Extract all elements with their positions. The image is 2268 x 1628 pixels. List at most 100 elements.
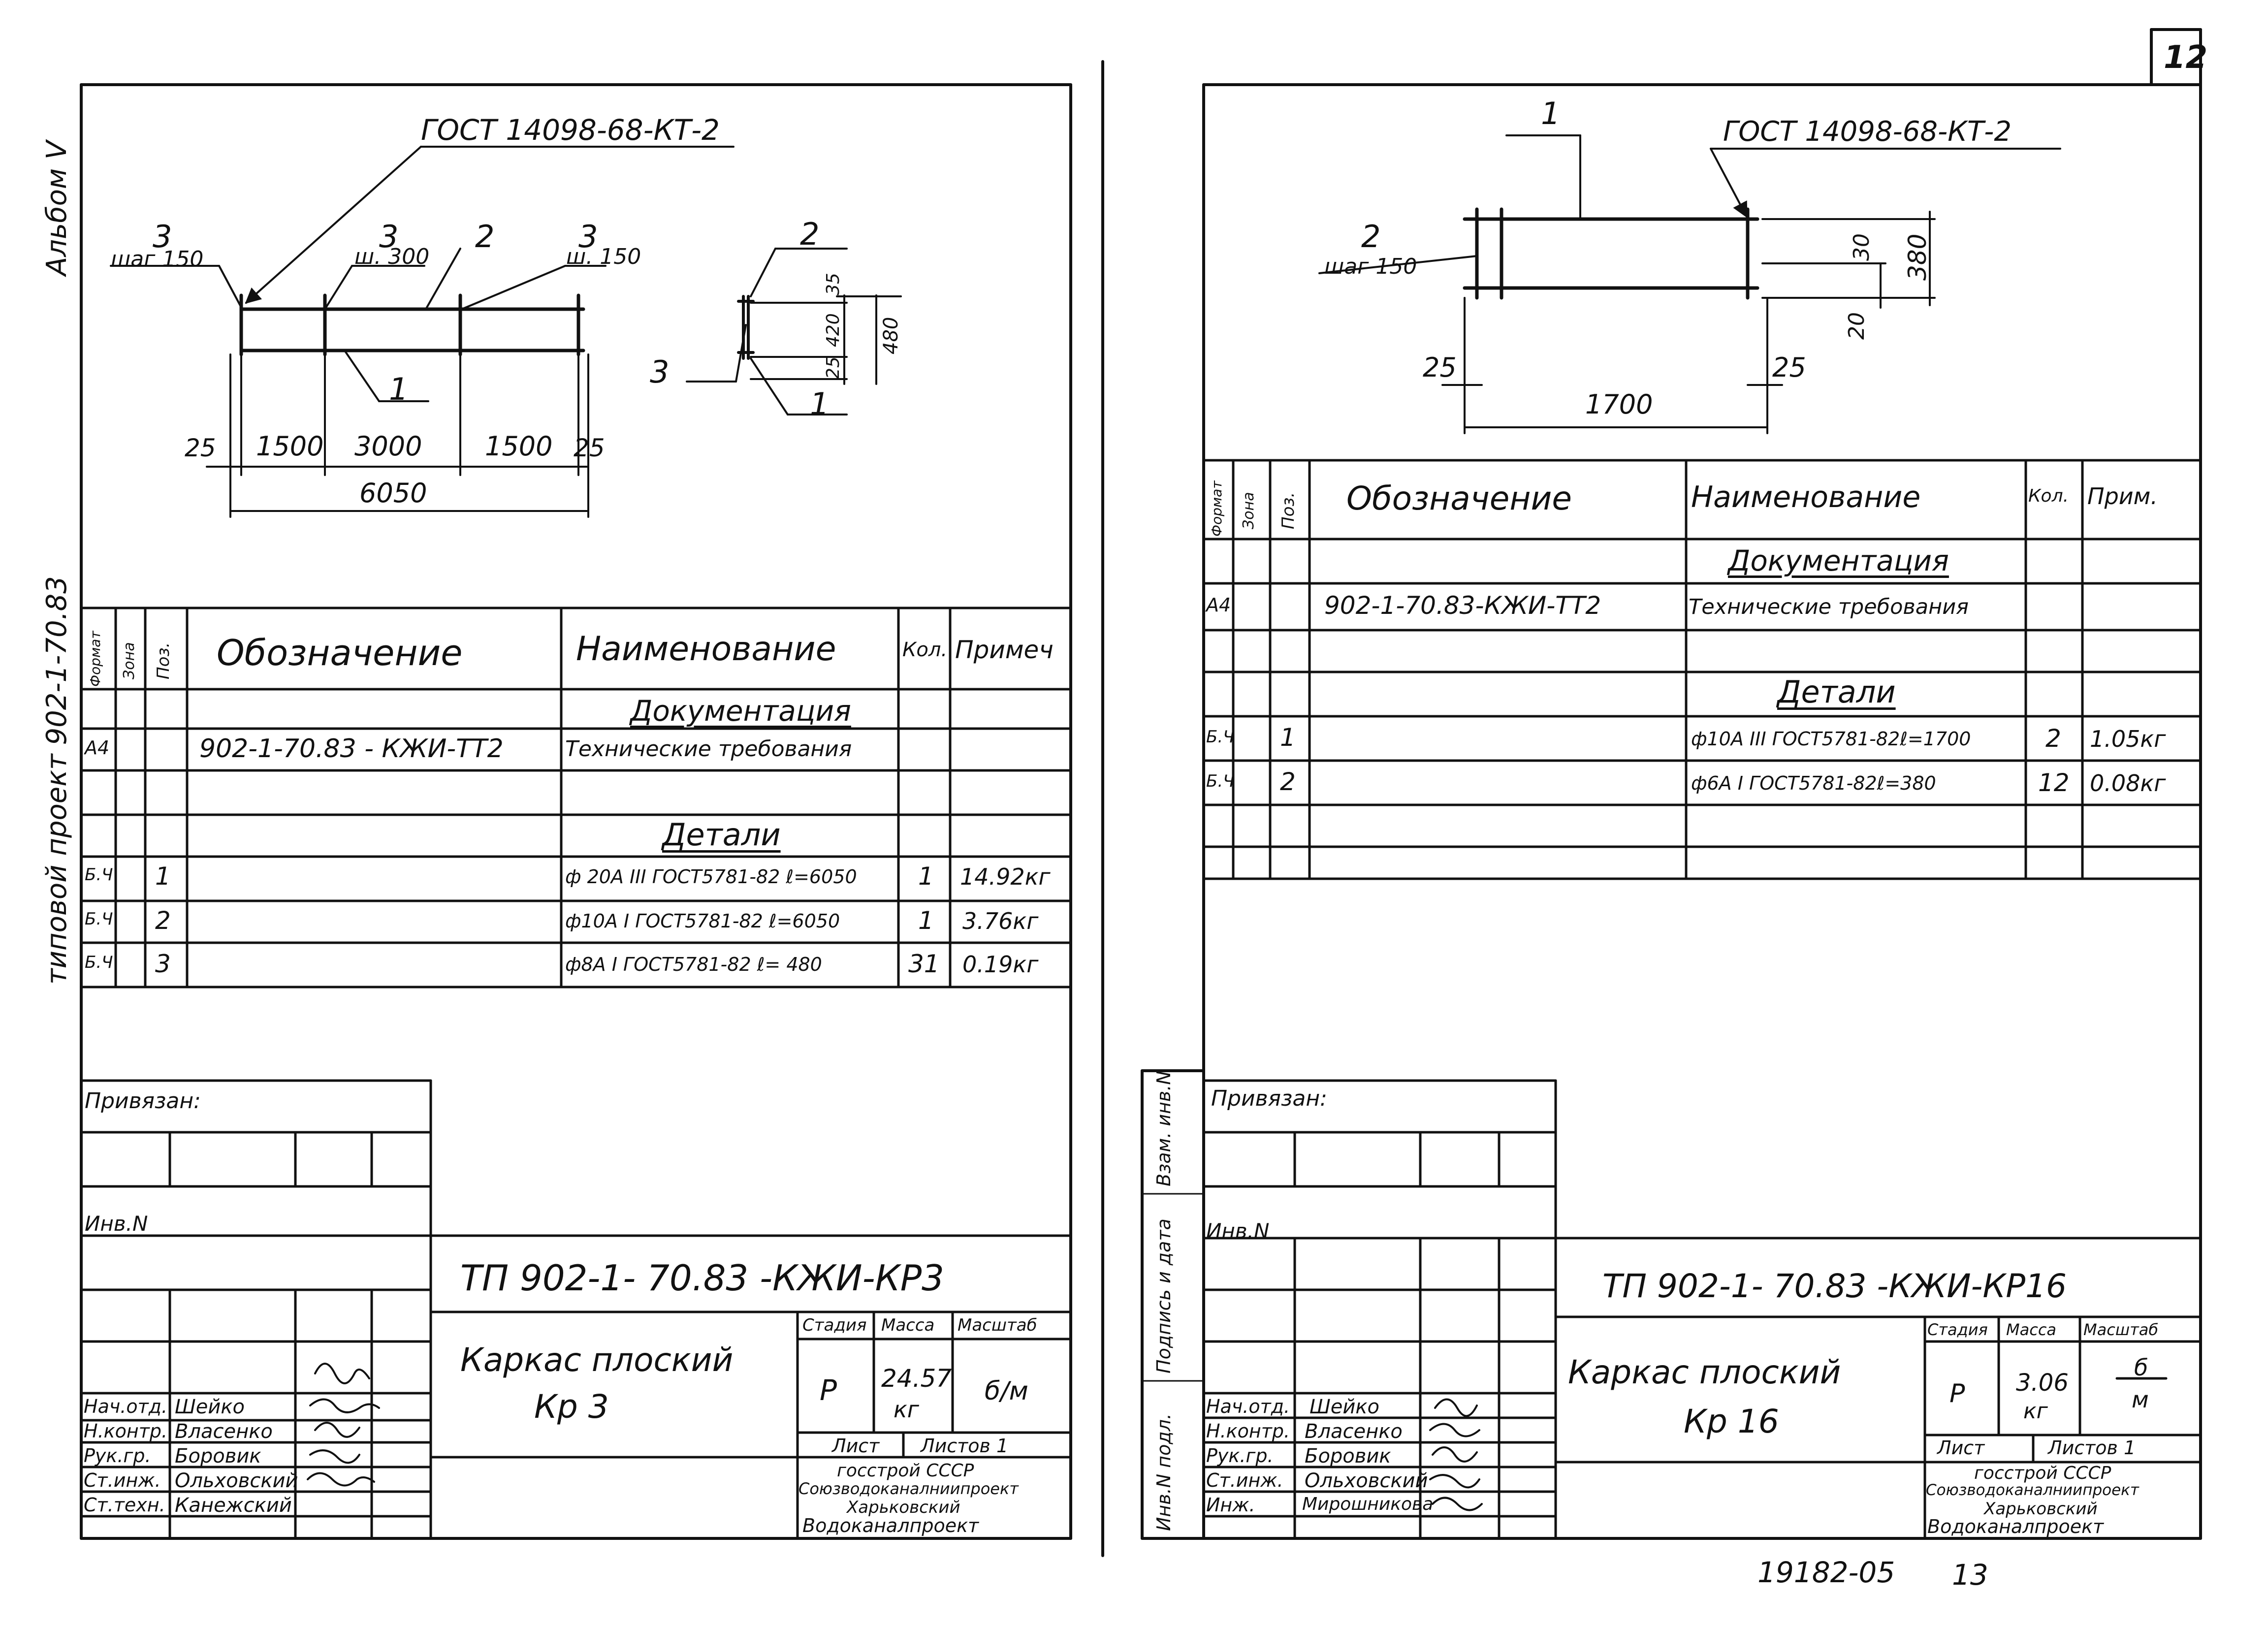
right-spec-row2-name: ф6А I ГОСТ5781-82ℓ=380 bbox=[1691, 772, 1936, 794]
left-spec-row1-pos: 1 bbox=[155, 862, 171, 891]
left-spec-row3-name: ф8А I ГОСТ5781-82 ℓ= 480 bbox=[565, 954, 822, 975]
right-dim-25b: 25 bbox=[1772, 352, 1806, 383]
left-signer5-role: Ст.техн. bbox=[84, 1494, 165, 1516]
right-stamp-org3: Харьковский bbox=[1984, 1499, 2098, 1519]
right-label-step150: шаг 150 bbox=[1324, 254, 1417, 279]
right-spec-header-pos: Поз. bbox=[1278, 492, 1298, 529]
right-signer3-name: Боровик bbox=[1305, 1445, 1391, 1468]
left-sheet-frame bbox=[80, 83, 1072, 1540]
left-signer3-role: Рук.гр. bbox=[84, 1445, 151, 1467]
left-stamp-grid bbox=[80, 1079, 1072, 1540]
right-signer1-role: Нач.отд. bbox=[1206, 1396, 1290, 1417]
right-spec-row2-note: 0.08кг bbox=[2090, 770, 2166, 797]
left-stamp-stage: Р bbox=[820, 1373, 837, 1407]
right-stamp-scale-top: б bbox=[2134, 1354, 2148, 1381]
right-stamp-mass-unit: кг bbox=[2023, 1399, 2048, 1424]
left-section-dim-420: 420 bbox=[823, 313, 843, 347]
left-section-dim-480: 480 bbox=[880, 317, 902, 354]
left-spec-row2-note: 3.76кг bbox=[962, 908, 1039, 934]
left-spec-header-format: Формат bbox=[87, 631, 103, 687]
left-spec-row1-name: ф 20А III ГОСТ5781-82 ℓ=6050 bbox=[565, 866, 857, 888]
right-signer4-name: Ольховский bbox=[1305, 1469, 1428, 1492]
right-signer5-role: Инж. bbox=[1206, 1494, 1255, 1516]
bottom-code-tail: 13 bbox=[1952, 1558, 1988, 1592]
left-spec-header-note: Примеч bbox=[955, 636, 1054, 664]
left-spec-row1-note: 14.92кг bbox=[960, 863, 1051, 890]
right-stamp-stage: Р bbox=[1949, 1379, 1965, 1408]
left-section-label-2: 2 bbox=[800, 216, 820, 252]
right-stamp-inv: Инв.N bbox=[1206, 1219, 1270, 1243]
left-stamp-mass-unit: кг bbox=[894, 1396, 919, 1423]
left-spec-section-details: Детали bbox=[662, 817, 781, 853]
left-stamp-inv: Инв.N bbox=[85, 1212, 148, 1236]
right-spec-row2-qty: 12 bbox=[2038, 768, 2070, 797]
right-stamp-org4: Водоканалпроект bbox=[1927, 1516, 2104, 1537]
left-stamp-org2: Союзводоканалниипроект bbox=[799, 1479, 1019, 1498]
right-spec-section-details: Детали bbox=[1777, 674, 1896, 710]
right-spec-row1-qty: 2 bbox=[2045, 724, 2061, 753]
right-stamp-mass-label: Масса bbox=[2006, 1320, 2057, 1339]
left-spec-header-designation: Обозначение bbox=[217, 632, 463, 673]
left-stamp-title-line2: Кр 3 bbox=[534, 1388, 609, 1426]
right-stamp-title-line2: Кр 16 bbox=[1684, 1403, 1779, 1440]
left-label-3c: 3 bbox=[578, 219, 598, 255]
left-dim-1500a: 1500 bbox=[256, 431, 324, 462]
left-label-3b: 3 bbox=[379, 219, 399, 255]
right-spec-doc-name: Технические требования bbox=[1689, 595, 1969, 619]
left-spec-section-docs: Документация bbox=[630, 694, 851, 728]
left-dim-25a: 25 bbox=[185, 434, 216, 462]
left-section-label-1: 1 bbox=[810, 386, 830, 422]
left-dim-1500b: 1500 bbox=[485, 431, 553, 462]
right-stamp-sheet-label: Лист bbox=[1937, 1437, 1985, 1459]
left-stamp-scale-label: Масштаб bbox=[958, 1315, 1037, 1335]
right-spec-header-qty: Кол. bbox=[2028, 486, 2069, 506]
right-stamp-sheets-label: Листов 1 bbox=[2048, 1437, 2136, 1459]
right-stamp-title-line1: Каркас плоский bbox=[1568, 1353, 1841, 1391]
right-stamp-privyazan: Привязан: bbox=[1211, 1086, 1327, 1111]
right-spec-header-zone: Зона bbox=[1240, 492, 1257, 529]
right-signer3-role: Рук.гр. bbox=[1206, 1445, 1274, 1467]
right-side-label-podpis: Подпись и дата bbox=[1153, 1218, 1175, 1373]
right-dim-380: 380 bbox=[1903, 233, 1932, 281]
right-spec-doc-designation: 902-1-70.83-КЖИ-ТТ2 bbox=[1324, 591, 1601, 620]
left-label-step150: шаг 150 bbox=[111, 247, 204, 272]
left-spec-header-zone: Зона bbox=[121, 642, 138, 679]
left-section-dim-35: 35 bbox=[823, 273, 843, 295]
project-label: типовой проект 902-1-70.83 bbox=[41, 576, 73, 985]
right-dim-25a: 25 bbox=[1423, 352, 1457, 383]
bottom-code: 19182-05 bbox=[1757, 1556, 1895, 1589]
right-spec-header-format: Формат bbox=[1209, 480, 1225, 537]
left-spec-row2-format: Б.Ч bbox=[85, 909, 113, 929]
right-spec-section-docs: Документация bbox=[1728, 544, 1949, 577]
right-gost-label: ГОСТ 14098-68-КТ-2 bbox=[1723, 116, 2012, 148]
left-signer4-name: Ольховский bbox=[175, 1469, 298, 1492]
left-stamp-stage-label: Стадия bbox=[802, 1315, 867, 1335]
right-signer1-name: Шейко bbox=[1310, 1396, 1380, 1418]
left-label-2: 2 bbox=[475, 219, 495, 255]
left-spec-row1-format: Б.Ч bbox=[85, 865, 113, 885]
left-spec-row3-pos: 3 bbox=[155, 950, 171, 978]
page-number: 12 bbox=[2164, 39, 2208, 76]
left-signer5-name: Канежский bbox=[175, 1494, 292, 1517]
right-stamp-code: ТП 902-1- 70.83 -КЖИ-КР16 bbox=[1602, 1267, 2067, 1305]
left-stamp-privyazan: Привязан: bbox=[85, 1088, 201, 1114]
right-stamp-grid bbox=[1202, 1079, 2202, 1540]
left-spec-row1-qty: 1 bbox=[918, 862, 934, 891]
left-stamp-sheets-label: Листов 1 bbox=[921, 1435, 1009, 1457]
left-signer4-role: Ст.инж. bbox=[84, 1469, 161, 1491]
left-stamp-org3: Харьковский bbox=[847, 1498, 960, 1517]
left-spec-header-name: Наименование bbox=[576, 630, 836, 669]
left-spec-row2-qty: 1 bbox=[918, 906, 934, 935]
right-signer2-name: Власенко bbox=[1305, 1420, 1403, 1443]
left-signer3-name: Боровик bbox=[175, 1445, 261, 1468]
right-stamp-org2: Союзводоканалниипроект bbox=[1926, 1481, 2139, 1499]
right-stamp-org1: госстрой СССР bbox=[1974, 1463, 2111, 1483]
left-spec-row2-name: ф10А I ГОСТ5781-82 ℓ=6050 bbox=[565, 910, 840, 932]
left-spec-header-qty: Кол. bbox=[902, 638, 948, 661]
left-stamp-sheet-label: Лист bbox=[832, 1435, 880, 1457]
left-spec-doc-name: Технические требования bbox=[565, 736, 852, 762]
left-section-dim-25: 25 bbox=[823, 356, 843, 379]
right-signer2-role: Н.контр. bbox=[1206, 1420, 1290, 1442]
left-spec-header-pos: Поз. bbox=[154, 642, 173, 679]
right-spec-grid bbox=[1202, 459, 2202, 880]
